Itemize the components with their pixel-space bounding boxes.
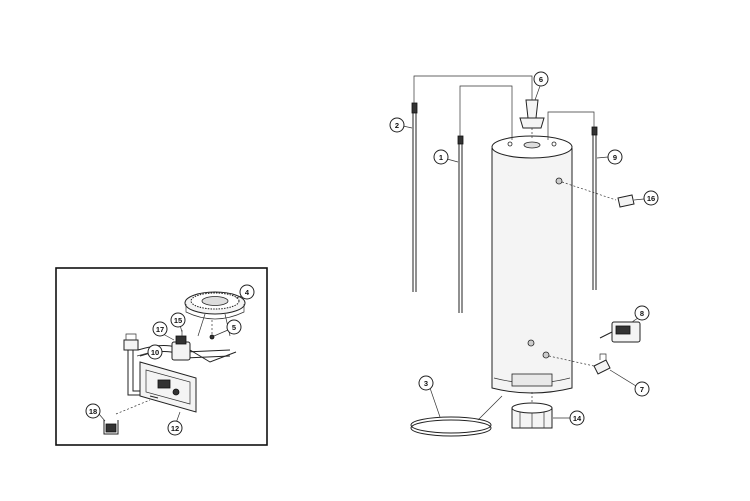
anode-rod-2 <box>411 102 418 292</box>
svg-text:2: 2 <box>395 121 399 130</box>
svg-text:3: 3 <box>424 379 428 388</box>
svg-text:12: 12 <box>171 424 179 433</box>
svg-text:6: 6 <box>539 75 543 84</box>
callout-12: 12 <box>167 411 183 436</box>
callout-15: 15 <box>170 312 186 333</box>
callout-7: 7 <box>609 369 650 397</box>
svg-text:10: 10 <box>151 348 159 357</box>
igniter-clip-part <box>103 399 151 435</box>
callout-4: 4 <box>235 284 255 300</box>
svg-text:14: 14 <box>573 414 582 423</box>
callout-16: 16 <box>633 190 659 206</box>
water-heater-tank <box>491 135 573 394</box>
callout-10: 10 <box>136 344 163 360</box>
callout-3: 3 <box>418 375 441 418</box>
callout-1: 1 <box>433 149 459 165</box>
callout-17: 17 <box>152 321 175 341</box>
burner-screw-part <box>209 320 215 340</box>
burner-assembly-inset: 4 5 15 17 10 12 18 <box>55 267 268 446</box>
anode-rod-9 <box>591 126 598 290</box>
svg-text:1: 1 <box>439 153 443 162</box>
burner-part <box>184 291 246 337</box>
svg-text:16: 16 <box>647 194 655 203</box>
svg-text:5: 5 <box>232 323 236 332</box>
base-ring-part <box>410 395 503 437</box>
svg-text:15: 15 <box>174 316 182 325</box>
inner-door-part <box>139 361 197 413</box>
dip-tube-1 <box>457 135 464 313</box>
svg-text:4: 4 <box>245 288 250 297</box>
callout-14: 14 <box>553 410 585 426</box>
svg-text:17: 17 <box>156 325 164 334</box>
svg-text:8: 8 <box>640 309 644 318</box>
callout-8: 8 <box>631 305 650 323</box>
callout-2: 2 <box>389 117 413 133</box>
svg-text:18: 18 <box>89 407 97 416</box>
svg-text:7: 7 <box>640 385 644 394</box>
drain-valve-part <box>548 353 611 375</box>
tp-valve-part <box>561 181 635 208</box>
callout-18: 18 <box>85 403 106 422</box>
flue-fitting-part <box>519 99 545 138</box>
combustion-base-part <box>511 392 553 429</box>
svg-text:9: 9 <box>613 153 617 162</box>
callout-9: 9 <box>596 149 623 165</box>
callout-5: 5 <box>213 319 242 337</box>
manifold-assembly-part <box>123 330 237 396</box>
gas-control-valve-part <box>599 321 641 343</box>
callout-6: 6 <box>533 71 549 101</box>
